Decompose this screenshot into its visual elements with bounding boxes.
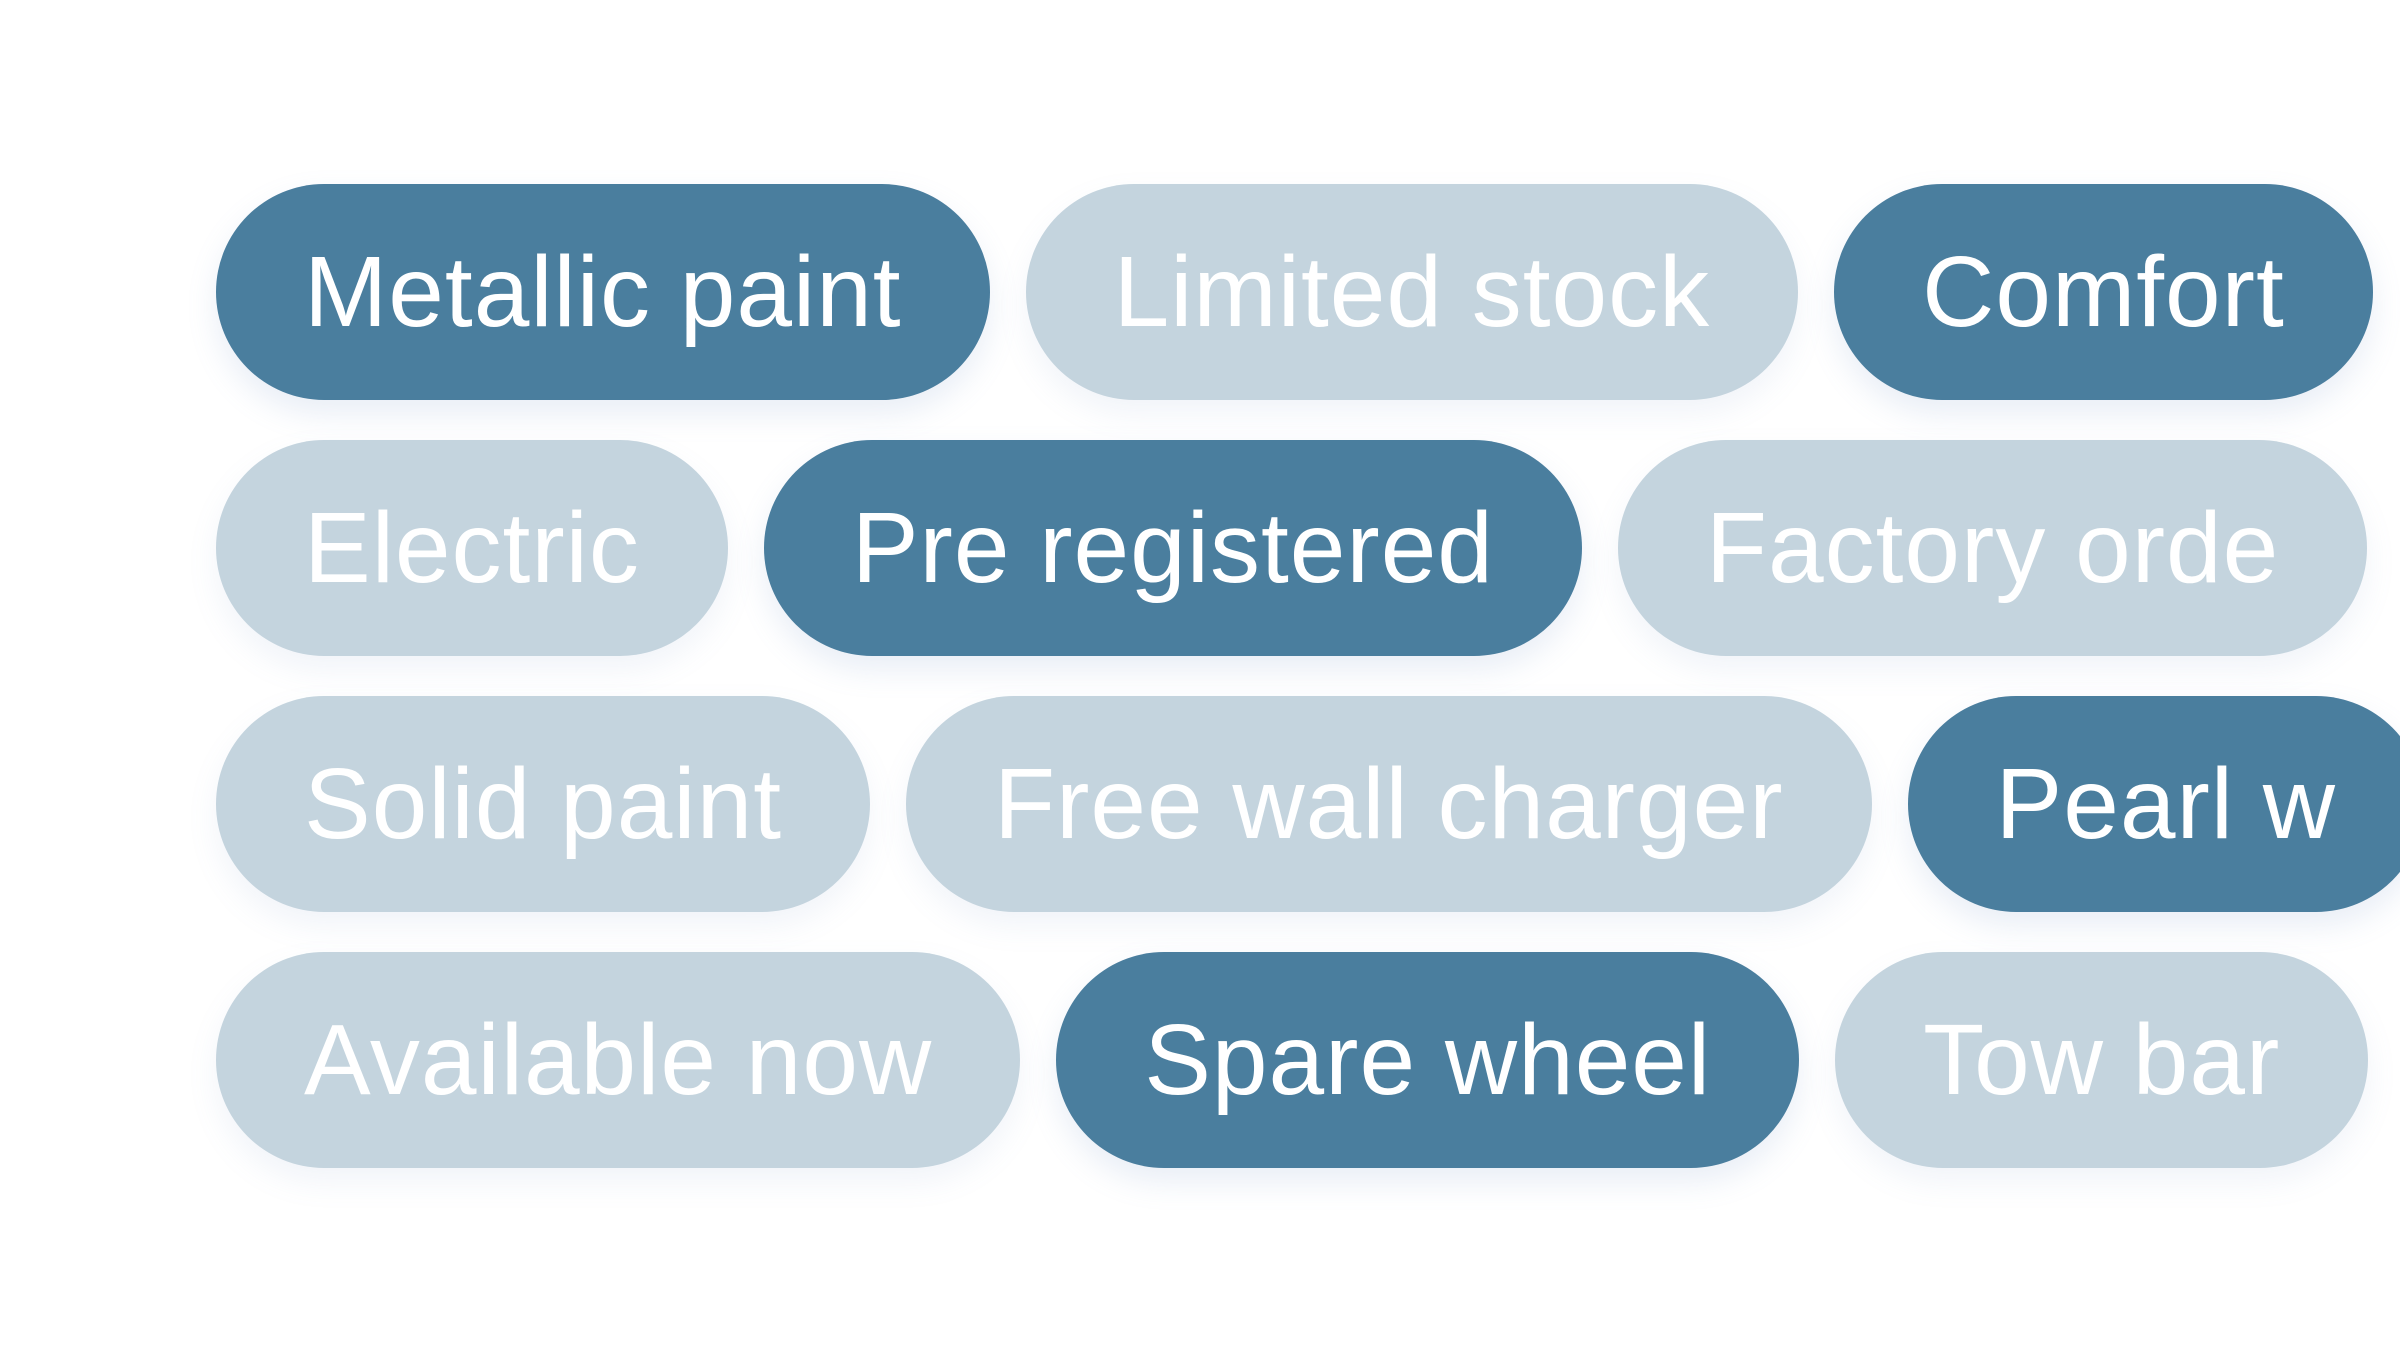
chip-pre-registered[interactable]: Pre registered [763, 440, 1582, 656]
chip-available-now[interactable]: Available now [216, 952, 1021, 1168]
chip-spare-wheel[interactable]: Spare wheel [1056, 952, 1800, 1168]
chip-solid-paint[interactable]: Solid paint [216, 696, 870, 912]
chip-electric[interactable]: Electric [216, 440, 728, 656]
chip-row-1: Metallic paint Limited stock Comfort [216, 184, 2373, 400]
chip-row-4: Available now Spare wheel Tow bar [216, 952, 2369, 1168]
chip-factory-order[interactable]: Factory orde [1617, 440, 2368, 656]
chip-row-2: Electric Pre registered Factory orde [216, 440, 2368, 656]
chip-tow-bar[interactable]: Tow bar [1835, 952, 2369, 1168]
chip-comfort[interactable]: Comfort [1834, 184, 2373, 400]
chip-limited-stock[interactable]: Limited stock [1025, 184, 1799, 400]
chip-free-wall-charger[interactable]: Free wall charger [906, 696, 1872, 912]
chip-metallic-paint[interactable]: Metallic paint [216, 184, 990, 400]
chip-row-3: Solid paint Free wall charger Pearl w [216, 696, 2400, 912]
chip-pearl[interactable]: Pearl w [1907, 696, 2400, 912]
